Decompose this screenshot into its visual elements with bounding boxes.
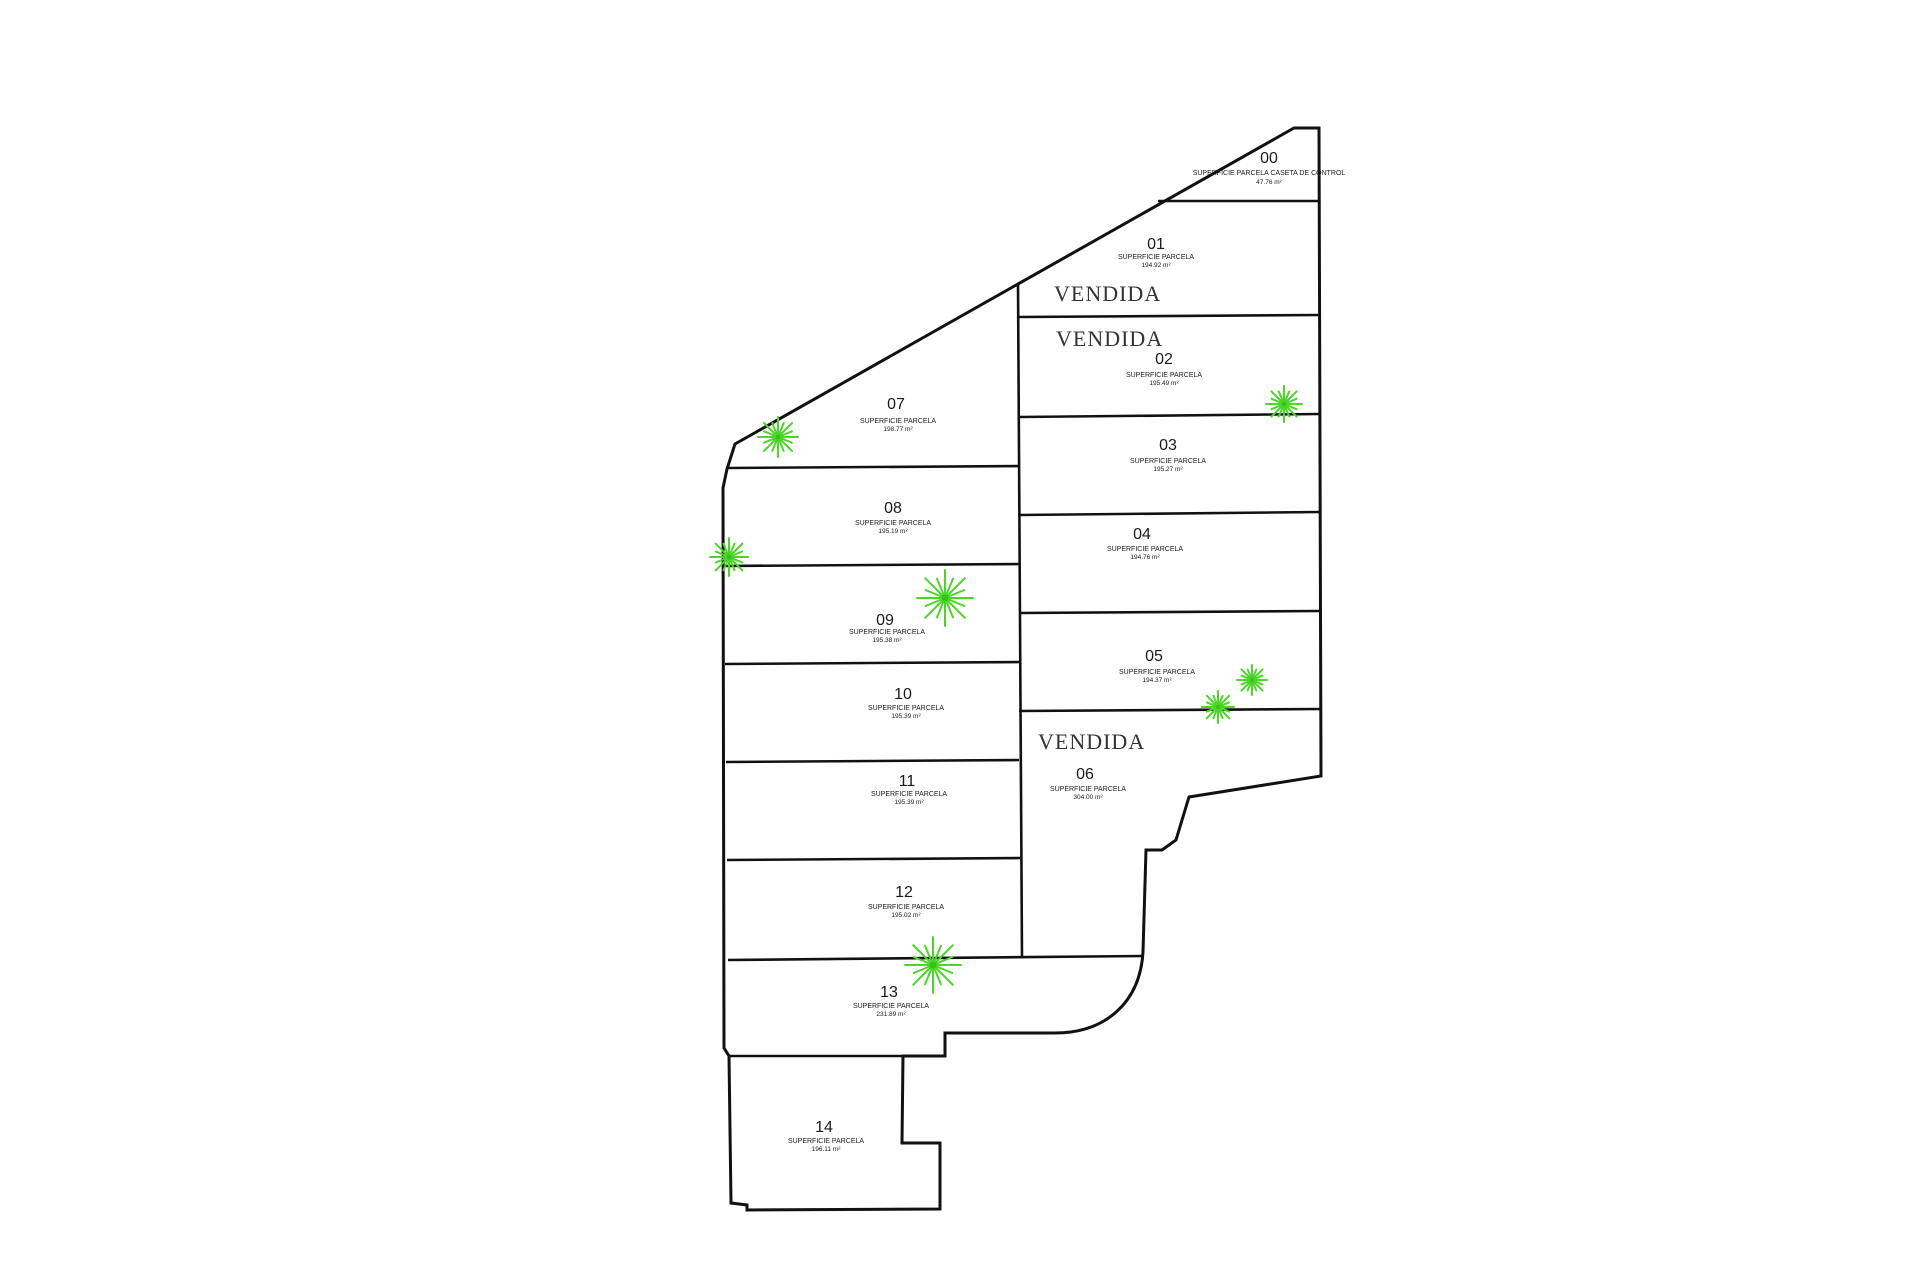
plot-area: 195.39 m²	[894, 799, 924, 806]
plot-area: 195.49 m²	[1149, 380, 1179, 387]
palm-tree-icon	[904, 936, 962, 994]
plot-label: SUPERFICIE PARCELA	[855, 520, 931, 527]
plot-area: 47.76 m²	[1256, 179, 1282, 186]
plot-14[interactable]: 14 SUPERFICIE PARCELA 196.11 m²	[788, 1119, 864, 1153]
plot-10[interactable]: 10 SUPERFICIE PARCELA 195.39 m²	[868, 686, 944, 720]
palm-tree-icon	[1265, 385, 1303, 423]
plot-area: 195.39 m²	[891, 713, 921, 720]
sold-label: VENDIDA	[1056, 326, 1163, 351]
palm-tree-icon	[1236, 664, 1268, 696]
divider-03-04	[1018, 510, 1321, 517]
divider-02-03	[1018, 412, 1321, 419]
plot-label: SUPERFICIE PARCELA	[1050, 786, 1126, 793]
sold-label: VENDIDA	[1038, 729, 1145, 754]
plot-08[interactable]: 08 SUPERFICIE PARCELA 195.19 m²	[855, 500, 931, 535]
plot-label: SUPERFICIE PARCELA	[788, 1138, 864, 1145]
central-spine	[1016, 282, 1024, 959]
plot-label: SUPERFICIE PARCELA	[1119, 669, 1195, 676]
plot-number: 06	[1076, 766, 1094, 783]
plot-area: 194.37 m²	[1142, 677, 1172, 684]
plot-area: 304.00 m²	[1073, 794, 1103, 801]
plot-area: 198.77 m²	[883, 426, 913, 433]
palm-tree-icon	[916, 569, 974, 627]
site-boundary	[721, 126, 1323, 1212]
palm-tree-icon	[757, 416, 799, 458]
plot-number: 04	[1133, 526, 1151, 543]
plot-06[interactable]: VENDIDA 06 SUPERFICIE PARCELA 304.00 m²	[1038, 729, 1145, 801]
plot-label: SUPERFICIE PARCELA CASETA DE CONTROL	[1193, 170, 1346, 177]
plot-label: SUPERFICIE PARCELA	[1130, 458, 1206, 465]
plot-label: SUPERFICIE PARCELA	[1107, 546, 1183, 553]
plot-number: 14	[815, 1119, 833, 1136]
divider-08-09	[723, 562, 1020, 568]
plot-number: 03	[1159, 437, 1177, 454]
palm-tree-icon	[709, 537, 749, 577]
plot-label: SUPERFICIE PARCELA	[871, 791, 947, 798]
plot-area: 194.76 m²	[1130, 554, 1160, 561]
divider-05-06	[1018, 707, 1322, 713]
divider-07-08	[726, 464, 1020, 470]
plot-area: 195.27 m²	[1153, 466, 1183, 473]
palm-tree-icon	[1201, 690, 1235, 724]
plot-number: 11	[899, 773, 916, 790]
plot-number: 13	[880, 984, 898, 1001]
divider-11-12	[726, 856, 1021, 862]
plot-number: 08	[884, 500, 902, 517]
plot-number: 09	[876, 612, 894, 629]
plot-label: SUPERFICIE PARCELA	[853, 1003, 929, 1010]
plot-07[interactable]: 07 SUPERFICIE PARCELA 198.77 m²	[860, 396, 936, 433]
plot-number: 05	[1145, 648, 1163, 665]
plot-label: SUPERFICIE PARCELA	[868, 705, 944, 712]
plot-number: 00	[1260, 150, 1278, 167]
plot-area: 196.11 m²	[812, 1146, 842, 1153]
plot-area: 195.38 m²	[872, 637, 902, 644]
plot-01[interactable]: 01 SUPERFICIE PARCELA 194.92 m² VENDIDA	[1054, 236, 1194, 306]
divider-01-02	[1018, 313, 1320, 319]
plot-number: 02	[1155, 351, 1173, 368]
divider-04-05	[1018, 609, 1321, 615]
plot-12[interactable]: 12 SUPERFICIE PARCELA 195.02 m²	[868, 884, 944, 919]
plot-label: SUPERFICIE PARCELA	[1126, 372, 1202, 379]
plot-number: 12	[895, 884, 913, 901]
plot-05[interactable]: 05 SUPERFICIE PARCELA 194.37 m²	[1119, 648, 1195, 684]
plot-number: 10	[894, 686, 912, 703]
plot-label: SUPERFICIE PARCELA	[860, 418, 936, 425]
plot-number: 07	[887, 396, 905, 413]
plot-label: SUPERFICIE PARCELA	[868, 904, 944, 911]
plot-13[interactable]: 13 SUPERFICIE PARCELA 231.89 m²	[853, 984, 929, 1018]
plot-label: SUPERFICIE PARCELA	[1118, 254, 1194, 261]
plot-area: 195.19 m²	[878, 528, 908, 535]
plot-00[interactable]: 00 SUPERFICIE PARCELA CASETA DE CONTROL …	[1193, 150, 1346, 186]
trees-layer	[709, 385, 1303, 994]
divider-10-11	[725, 758, 1020, 764]
plot-02[interactable]: VENDIDA 02 SUPERFICIE PARCELA 195.49 m²	[1056, 326, 1202, 387]
plot-03[interactable]: 03 SUPERFICIE PARCELA 195.27 m²	[1130, 437, 1206, 473]
plot-area: 194.92 m²	[1141, 262, 1171, 269]
plot-11[interactable]: 11 SUPERFICIE PARCELA 195.39 m²	[871, 773, 947, 806]
sold-label: VENDIDA	[1054, 281, 1161, 306]
plot-04[interactable]: 04 SUPERFICIE PARCELA 194.76 m²	[1107, 526, 1183, 561]
plot-number: 01	[1147, 236, 1165, 253]
divider-09-10	[724, 660, 1020, 666]
plot-label: SUPERFICIE PARCELA	[849, 629, 925, 636]
plot-area: 231.89 m²	[876, 1011, 906, 1018]
plot-area: 195.02 m²	[891, 912, 921, 919]
plot-09[interactable]: 09 SUPERFICIE PARCELA 195.38 m²	[849, 612, 925, 644]
